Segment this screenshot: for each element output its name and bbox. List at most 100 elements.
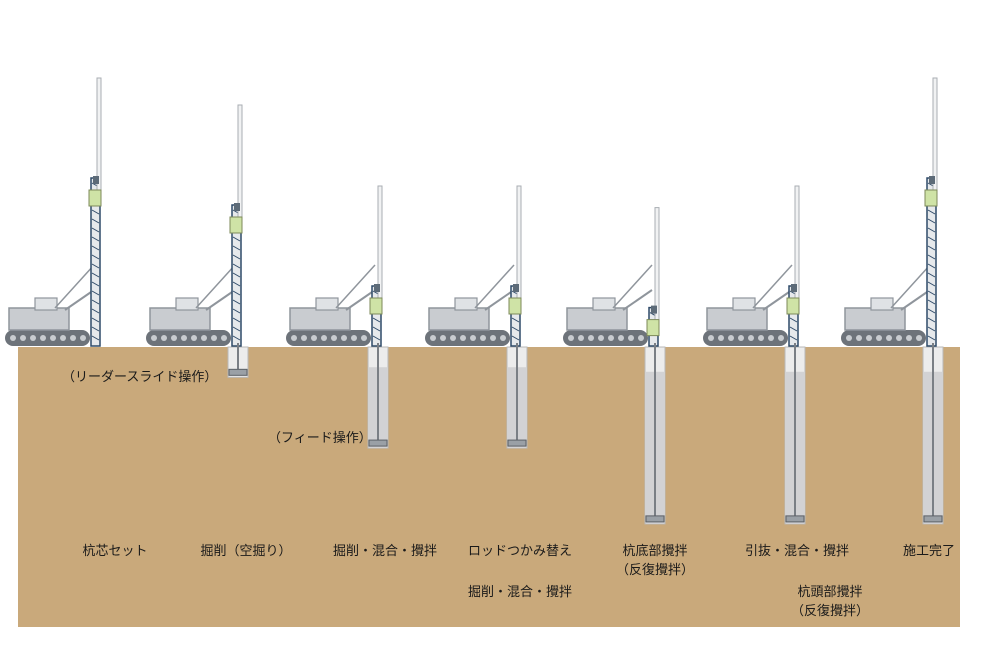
step-label-6: 引抜・混合・攪拌 — [744, 544, 849, 559]
track-wheel — [916, 335, 922, 341]
track-wheel — [748, 335, 754, 341]
track-wheel — [430, 335, 436, 341]
lattice-mark — [927, 272, 936, 278]
lattice-mark — [927, 236, 936, 242]
track-wheel — [221, 335, 227, 341]
drill-rod — [516, 185, 522, 302]
lattice-mark — [232, 263, 241, 269]
process-step-3 — [286, 185, 389, 449]
lattice-mark — [91, 227, 100, 233]
lattice-mark — [927, 245, 936, 251]
track-wheel — [301, 335, 307, 341]
process-step-6 — [703, 185, 806, 525]
track-wheel — [598, 335, 604, 341]
lattice-mark — [232, 245, 241, 251]
top-sheave — [234, 203, 240, 211]
backstay — [752, 264, 793, 309]
lattice-mark — [927, 218, 936, 224]
lattice-mark — [927, 290, 936, 296]
auger-tip — [507, 439, 527, 447]
step-label-4-sub: 掘削・混合・攪拌 — [467, 585, 572, 600]
backstay — [335, 264, 376, 309]
track-wheel — [30, 335, 36, 341]
leader-slide-note: （リーダースライド操作） — [62, 370, 218, 385]
track-wheel — [311, 335, 317, 341]
backstay — [54, 264, 95, 309]
lattice-mark — [511, 317, 520, 323]
crawler-track — [5, 330, 90, 346]
track-wheel — [906, 335, 912, 341]
lattice-mark — [927, 209, 936, 215]
track-wheel — [151, 335, 157, 341]
track-wheel — [361, 335, 367, 341]
drive-head — [786, 297, 800, 315]
crawler-track — [703, 330, 788, 346]
track-wheel — [568, 335, 574, 341]
lattice-mark — [91, 263, 100, 269]
backstay — [195, 264, 236, 309]
drive-head — [88, 189, 102, 207]
process-step-4 — [425, 185, 528, 449]
boom-arm — [762, 289, 793, 311]
machine-body — [8, 307, 70, 331]
lattice-mark — [91, 245, 100, 251]
track-wheel — [628, 335, 634, 341]
track-wheel — [211, 335, 217, 341]
lattice-mark — [91, 254, 100, 260]
lattice-mark — [91, 218, 100, 224]
track-wheel — [608, 335, 614, 341]
lattice-mark — [927, 308, 936, 314]
boom-arm — [900, 289, 931, 311]
boom-arm — [345, 289, 376, 311]
lattice-mark — [232, 281, 241, 287]
track-wheel — [856, 335, 862, 341]
lattice-mark — [91, 236, 100, 242]
lattice-mark — [232, 290, 241, 296]
operator-cab — [315, 297, 339, 311]
auger-tip — [228, 368, 248, 376]
lattice-mark — [91, 308, 100, 314]
drill-rod — [794, 185, 800, 302]
top-sheave — [929, 176, 935, 184]
lattice-mark — [927, 281, 936, 287]
boom-arm — [484, 289, 515, 311]
drill-rod — [96, 77, 102, 194]
process-step-5 — [563, 207, 666, 525]
track-wheel — [341, 335, 347, 341]
track-wheel — [876, 335, 882, 341]
track-wheel — [20, 335, 26, 341]
operator-cab — [454, 297, 478, 311]
lattice-mark — [927, 317, 936, 323]
track-wheel — [201, 335, 207, 341]
track-wheel — [291, 335, 297, 341]
step-label-5-sub: （反復攪拌） — [615, 563, 694, 578]
lattice-mark — [927, 263, 936, 269]
drill-rod — [932, 77, 938, 194]
operator-cab — [34, 297, 58, 311]
operator-cab — [592, 297, 616, 311]
lattice-mark — [511, 335, 520, 341]
process-step-7 — [841, 77, 944, 525]
track-wheel — [480, 335, 486, 341]
crawler-track — [286, 330, 371, 346]
track-wheel — [161, 335, 167, 341]
backstay — [474, 264, 515, 309]
lattice-mark — [232, 308, 241, 314]
operator-cab — [175, 297, 199, 311]
step-label-7: 施工完了 — [902, 544, 955, 559]
lattice-mark — [91, 317, 100, 323]
operator-cab — [870, 297, 894, 311]
track-wheel — [321, 335, 327, 341]
track-wheel — [191, 335, 197, 341]
track-wheel — [450, 335, 456, 341]
auger-tip — [785, 515, 805, 523]
operator-cab — [732, 297, 756, 311]
process-step-2 — [146, 104, 249, 378]
machine-body — [706, 307, 768, 331]
drill-rod — [377, 185, 383, 302]
auger-tip — [923, 515, 943, 523]
track-wheel — [331, 335, 337, 341]
lattice-mark — [927, 299, 936, 305]
machine-body — [428, 307, 490, 331]
track-wheel — [866, 335, 872, 341]
